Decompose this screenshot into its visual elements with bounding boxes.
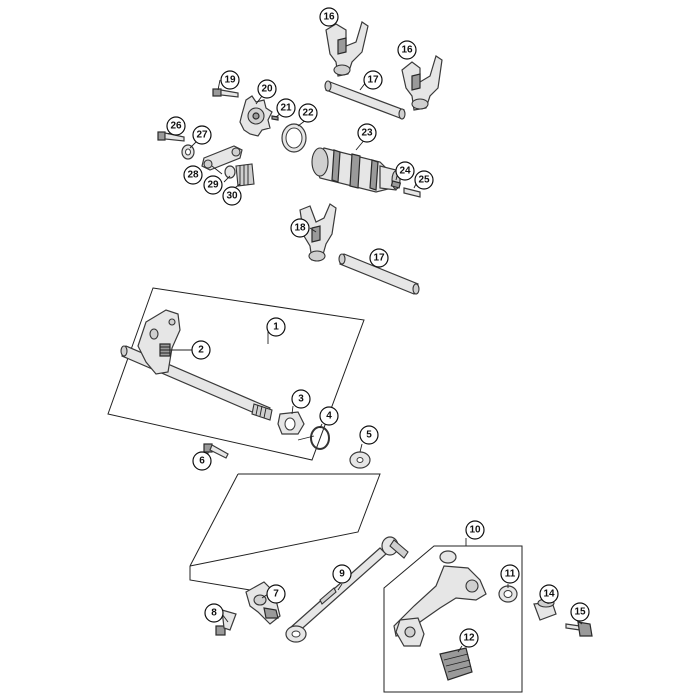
sleeve-29 <box>224 165 236 179</box>
assembly-connection-frame <box>189 473 381 591</box>
svg-text:7: 7 <box>273 589 279 600</box>
svg-text:5: 5 <box>366 430 372 441</box>
svg-text:12: 12 <box>463 633 475 644</box>
callout-22: 22 <box>298 103 318 123</box>
callout-15: 15 <box>570 602 590 622</box>
callout-1: 1 <box>266 317 286 337</box>
svg-text:21: 21 <box>280 103 292 114</box>
svg-text:20: 20 <box>261 84 273 95</box>
bolt-19 <box>212 88 239 98</box>
callout-4: 4 <box>319 406 339 426</box>
svg-text:1: 1 <box>273 322 279 333</box>
shift-lever-10 <box>393 550 487 647</box>
shift-drum-23 <box>311 147 401 193</box>
callout-5: 5 <box>359 425 379 445</box>
callout-26: 26 <box>166 116 186 136</box>
shift-lever-frame <box>383 545 523 693</box>
bushing-3 <box>277 411 305 435</box>
callout-21: 21 <box>276 98 296 118</box>
svg-text:19: 19 <box>224 75 236 86</box>
svg-text:27: 27 <box>196 130 208 141</box>
svg-text:23: 23 <box>361 128 373 139</box>
svg-text:2: 2 <box>198 345 204 356</box>
pin-24 <box>390 180 402 189</box>
locking-lever-28 <box>201 145 243 171</box>
svg-text:14: 14 <box>543 589 555 600</box>
callout-2: 2 <box>191 340 211 360</box>
callout-14: 14 <box>539 584 559 604</box>
svg-text:11: 11 <box>505 569 516 580</box>
svg-text:8: 8 <box>211 608 217 619</box>
callout-24: 24 <box>395 161 415 181</box>
callout-23: 23 <box>357 123 377 143</box>
callout-18: 18 <box>290 218 310 238</box>
svg-text:25: 25 <box>418 175 430 186</box>
svg-text:9: 9 <box>339 569 345 580</box>
callout-30: 30 <box>222 186 242 206</box>
shift-fork-16-left <box>325 21 369 77</box>
svg-text:18: 18 <box>294 223 306 234</box>
rubber-pad-12 <box>439 647 473 681</box>
svg-text:16: 16 <box>401 45 413 56</box>
svg-text:30: 30 <box>226 191 238 202</box>
callout-17: 17 <box>369 248 389 268</box>
shift-shaft-frame <box>107 287 365 461</box>
svg-text:24: 24 <box>399 166 411 177</box>
callout-25: 25 <box>414 170 434 190</box>
callout-20: 20 <box>257 79 277 99</box>
callout-11: 11 <box>500 564 520 584</box>
washer-5 <box>349 451 371 469</box>
shift-star-20 <box>239 95 273 137</box>
callout-10: 10 <box>465 520 485 540</box>
shift-shaft-1 <box>120 309 273 421</box>
callout-7: 7 <box>266 584 286 604</box>
svg-text:26: 26 <box>170 121 182 132</box>
callout-19: 19 <box>220 70 240 90</box>
callout-3: 3 <box>291 389 311 409</box>
svg-text:15: 15 <box>574 607 586 618</box>
washer-27 <box>181 144 195 160</box>
bushing-11 <box>498 585 518 603</box>
washer-22 <box>281 123 307 153</box>
callout-28: 28 <box>183 165 203 185</box>
spring-2 <box>159 343 171 357</box>
callout-27: 27 <box>192 125 212 145</box>
svg-text:29: 29 <box>207 180 219 191</box>
svg-text:3: 3 <box>298 394 304 405</box>
callout-17: 17 <box>363 70 383 90</box>
shift-fork-16-right <box>401 55 443 111</box>
fork-rail-17-upper <box>324 80 406 120</box>
callout-16: 16 <box>319 7 339 27</box>
callout-12: 12 <box>459 628 479 648</box>
bolt-8 <box>215 609 237 636</box>
shift-fork-18 <box>299 203 337 262</box>
shift-rod-9 <box>285 536 409 643</box>
svg-text:16: 16 <box>323 12 335 23</box>
svg-text:4: 4 <box>326 411 332 422</box>
svg-text:10: 10 <box>469 525 481 536</box>
svg-text:6: 6 <box>199 456 205 467</box>
svg-text:17: 17 <box>367 75 379 86</box>
bolt-15 <box>565 621 593 637</box>
svg-text:22: 22 <box>302 108 314 119</box>
callout-29: 29 <box>203 175 223 195</box>
callout-16: 16 <box>397 40 417 60</box>
bolt-25 <box>403 187 421 198</box>
spring-30 <box>235 163 255 187</box>
bolt-26 <box>157 131 185 142</box>
svg-text:28: 28 <box>187 170 199 181</box>
fork-rail-17-lower <box>338 253 420 295</box>
circlip-4 <box>297 426 330 450</box>
callout-9: 9 <box>332 564 352 584</box>
svg-text:17: 17 <box>373 253 385 264</box>
callout-6: 6 <box>192 451 212 471</box>
callout-8: 8 <box>204 603 224 623</box>
